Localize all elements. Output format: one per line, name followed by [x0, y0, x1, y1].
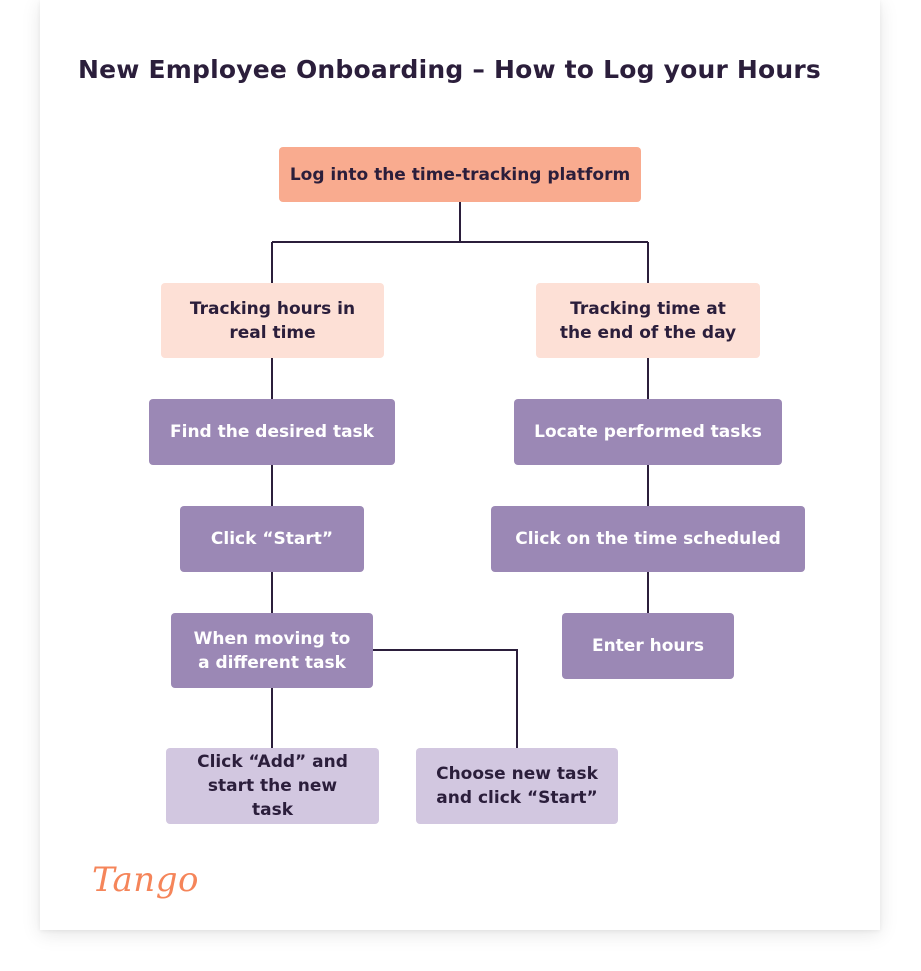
tango-logo: Tango — [92, 860, 199, 900]
node-login: Log into the time-tracking platform — [279, 147, 641, 202]
node-find-task: Find the desired task — [149, 399, 395, 465]
node-realtime: Tracking hours in real time — [161, 283, 384, 358]
connector-left-branch — [373, 649, 518, 748]
node-end-of-day: Tracking time at the end of the day — [536, 283, 760, 358]
node-locate-tasks: Locate performed tasks — [514, 399, 782, 465]
node-click-start: Click “Start” — [180, 506, 364, 572]
node-click-time: Click on the time scheduled — [491, 506, 805, 572]
node-moving-task: When moving to a different task — [171, 613, 373, 688]
node-choose-task: Choose new task and click “Start” — [416, 748, 618, 824]
connector-root-split — [271, 202, 649, 283]
node-enter-hours: Enter hours — [562, 613, 734, 679]
diagram-title: New Employee Onboarding – How to Log you… — [78, 55, 821, 84]
node-click-add: Click “Add” and start the new task — [166, 748, 379, 824]
